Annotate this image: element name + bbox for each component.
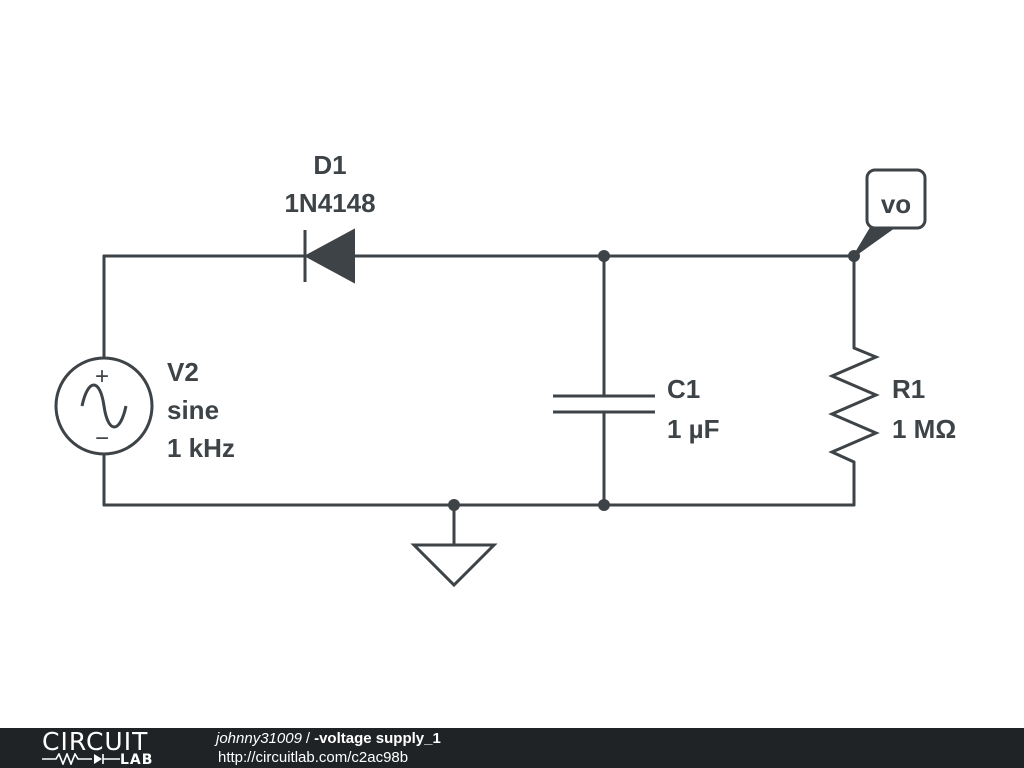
source-circle — [54, 356, 154, 456]
circuit-schematic: + − vo D1 1N4148 V2 sine 1 kHz C1 1 µF R… — [54, 150, 956, 588]
junctions — [448, 250, 860, 511]
logo-text-lab: LAB — [120, 752, 154, 768]
diode-value-label: 1N4148 — [284, 188, 375, 218]
source-type-label: sine — [167, 395, 219, 425]
sine-wave-icon — [80, 383, 128, 429]
circuit-meta: johnny31009/-voltage supply_1 — [216, 730, 441, 748]
capacitor-value-label: 1 µF — [667, 414, 720, 444]
diode-triangle — [303, 228, 355, 284]
probe-pointer — [853, 225, 900, 257]
source-minus-sign: − — [95, 425, 109, 452]
junction-dot — [598, 499, 610, 511]
resistor-diode-logo-icon — [42, 753, 120, 765]
ground-symbol — [410, 543, 498, 588]
capacitor-c1 — [553, 394, 655, 414]
voltage-source-v2 — [54, 356, 154, 456]
circuit-url-link[interactable]: http://circuitlab.com/c2ac98b — [218, 749, 409, 766]
circuit-title[interactable]: -voltage supply_1 — [314, 730, 441, 747]
source-value-label: 1 kHz — [167, 433, 235, 463]
author-link[interactable]: johnny31009 — [216, 730, 302, 747]
circuitlab-logo[interactable]: CIRCUIT LAB — [40, 728, 190, 768]
capacitor-ref-label: C1 — [667, 374, 700, 404]
probe-vo: vo — [853, 168, 927, 257]
meta-separator: / — [305, 730, 311, 747]
probe-label: vo — [881, 189, 911, 219]
source-plus-sign: + — [95, 363, 109, 390]
junction-dot — [598, 250, 610, 262]
junction-dot — [448, 499, 460, 511]
resistor-ref-label: R1 — [892, 374, 925, 404]
footer-bar: CIRCUIT LAB johnny31009/-voltage supply_… — [0, 728, 1024, 768]
probe-box — [865, 168, 927, 230]
diode-ref-label: D1 — [313, 150, 346, 180]
diode-d1 — [303, 228, 355, 284]
resistor-r1 — [828, 346, 880, 464]
logo-text-circuit: CIRCUIT — [42, 727, 149, 756]
resistor-value-label: 1 MΩ — [892, 414, 956, 444]
source-ref-label: V2 — [167, 357, 199, 387]
